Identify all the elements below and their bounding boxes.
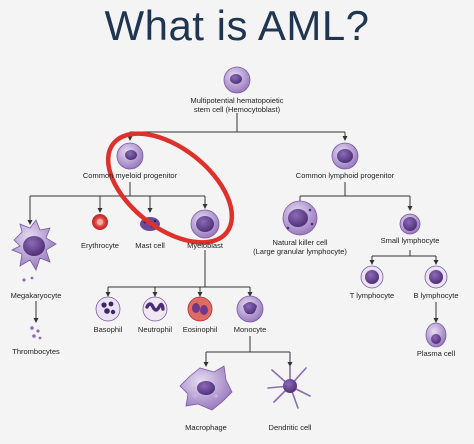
macrophage-icon — [179, 365, 233, 411]
macrophage-label: Macrophage — [185, 423, 227, 432]
erythrocyte-icon — [92, 214, 108, 230]
myeloblast-label: Myeloblast — [187, 241, 223, 250]
basophil-label: Basophil — [93, 325, 123, 334]
myeloid-progenitor-label: Common myeloid progenitor — [82, 171, 178, 180]
natural-killer-cell-icon — [282, 200, 318, 236]
eosinophil-label: Eosinophil — [182, 325, 218, 334]
dendritic-cell-icon — [267, 365, 311, 409]
neutrophil-label: Neutrophil — [137, 325, 173, 334]
plasma-cell-icon — [425, 322, 447, 348]
neutrophil-icon — [142, 296, 168, 322]
monocyte-icon — [236, 295, 264, 323]
stem-cell-icon — [223, 66, 251, 94]
thrombocytes-icon — [30, 326, 42, 340]
myeloid-progenitor-icon — [116, 142, 144, 170]
small-lymphocyte-label: Small lymphocyte — [380, 236, 440, 245]
megakaryocyte-icon — [11, 219, 57, 282]
megakaryocyte-label: Megakaryocyte — [10, 291, 62, 300]
thrombocytes-label: Thrombocytes — [12, 347, 60, 356]
lymphoid-progenitor-icon — [331, 142, 359, 170]
mast-cell-label: Mast cell — [135, 241, 165, 250]
basophil-icon — [95, 296, 121, 322]
myeloid-highlight-oval — [105, 131, 235, 245]
t-lymphocyte-label: T lymphocyte — [349, 291, 395, 300]
stem-cell-label-line1: Multipotential hematopoietic — [190, 96, 284, 105]
b-lymphocyte-label: B lymphocyte — [413, 291, 459, 300]
nk-cell-label-line1: Natural killer cell — [272, 238, 328, 247]
erythrocyte-label: Erythrocyte — [81, 241, 119, 250]
plasma-cell-label: Plasma cell — [416, 349, 456, 358]
nk-cell-label-line2: (Large granular lymphocyte) — [253, 246, 347, 256]
myeloblast-icon — [190, 209, 220, 239]
stem-cell-label-line2: stem cell (Hemocytoblast) — [193, 104, 281, 114]
eosinophil-icon — [187, 296, 213, 322]
page-title: What is AML? — [104, 2, 370, 49]
t-lymphocyte-icon — [360, 265, 384, 289]
stem-cell-label: Multipotential hematopoietic stem cell (… — [190, 96, 284, 114]
lymphoid-progenitor-label: Common lymphoid progenitor — [295, 171, 395, 180]
small-lymphocyte-icon — [399, 213, 421, 235]
natural-killer-cell-label: Natural killer cell (Large granular lymp… — [253, 238, 347, 256]
dendritic-cell-label: Dendritic cell — [268, 423, 312, 432]
b-lymphocyte-icon — [424, 265, 448, 289]
monocyte-label: Monocyte — [233, 325, 267, 334]
